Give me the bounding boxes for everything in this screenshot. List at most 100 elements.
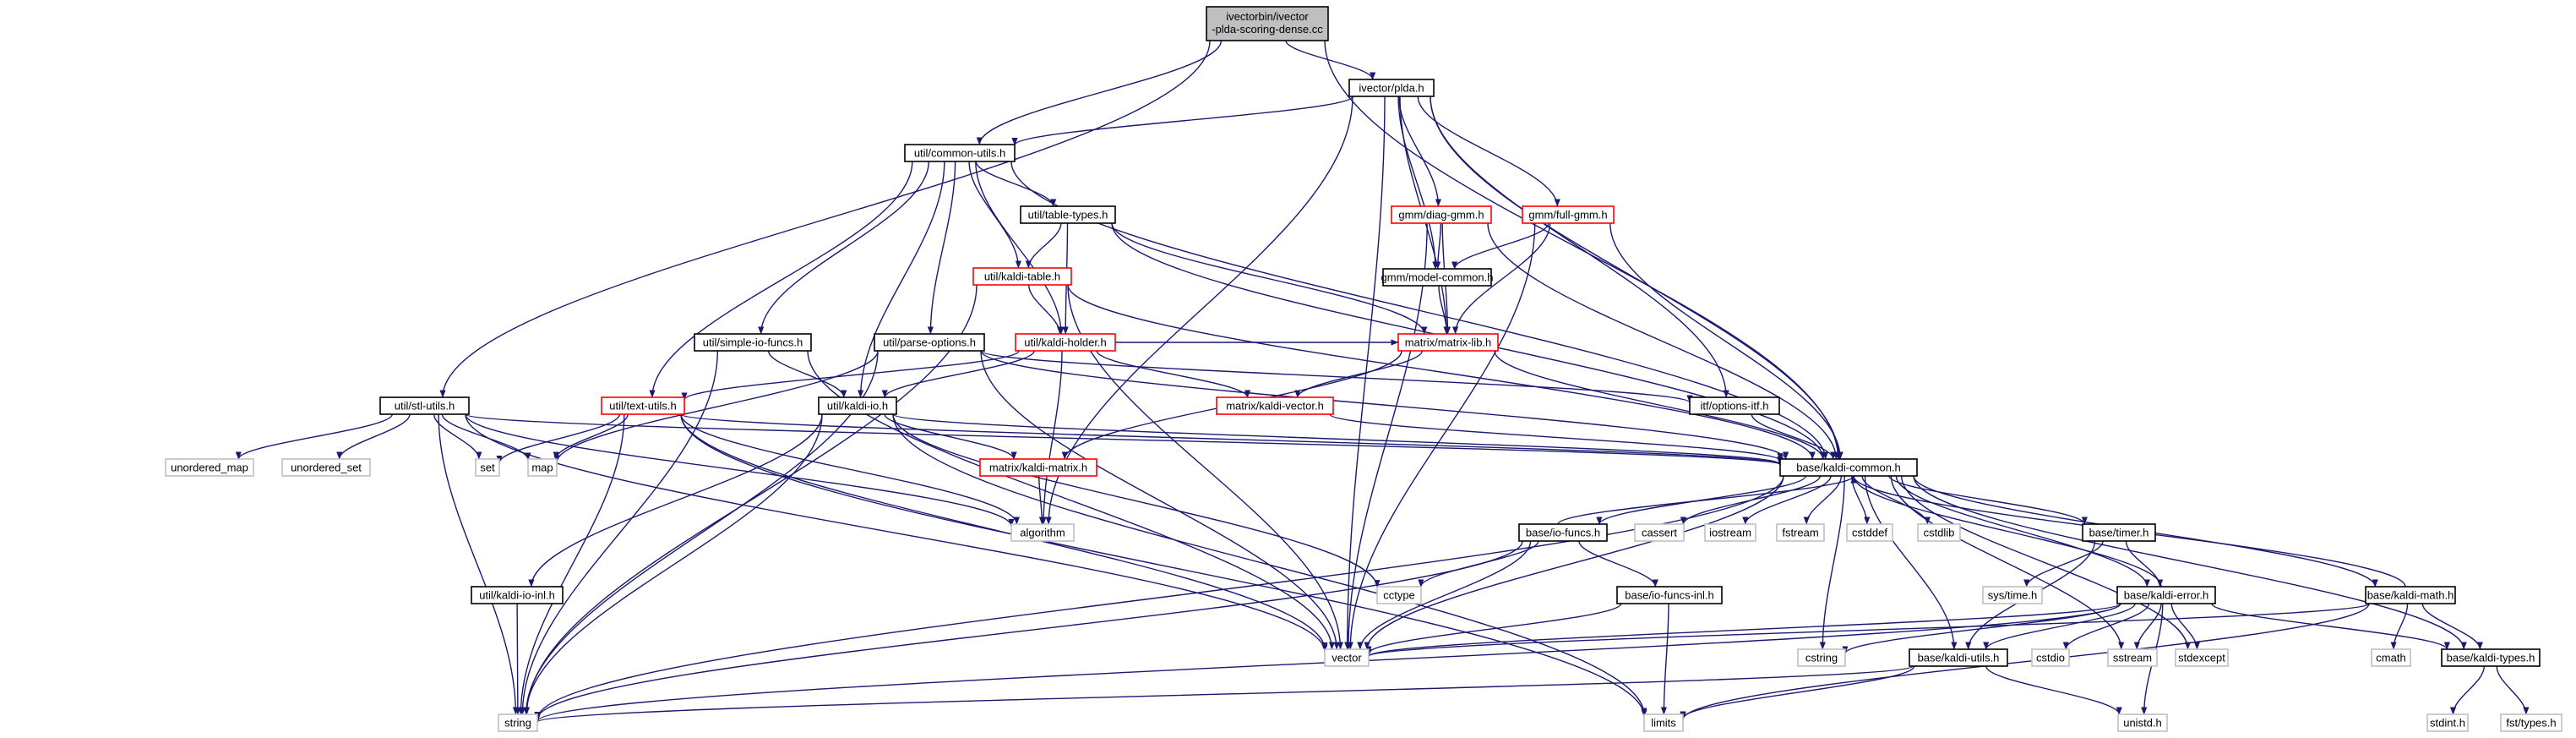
edge-kaldi_math-to-cmath — [2390, 603, 2409, 650]
edge-stl_utils-to-unordered_map — [235, 413, 393, 460]
node-root[interactable]: ivectorbin/ivector-plda-scoring-dense.cc — [1206, 6, 1329, 41]
edge-timer-to-kaldi_error — [2125, 540, 2164, 588]
node-plda[interactable]: ivector/plda.h — [1348, 79, 1435, 97]
node-box — [165, 458, 254, 477]
node-label: base/io-funcs-inl.h — [1625, 589, 1714, 602]
node-timer[interactable]: base/timer.h — [2082, 523, 2156, 542]
edge-kaldi_matrix-to-algorithm — [1038, 475, 1045, 525]
node-simple-io[interactable]: util/simple-io-funcs.h — [694, 333, 812, 352]
node-options-itf[interactable]: itf/options-itf.h — [1689, 396, 1780, 415]
node-box — [1917, 523, 1961, 542]
node-box — [1518, 523, 1608, 542]
edge-text_utils-to-string — [517, 413, 625, 715]
node-box — [1797, 648, 1846, 667]
edge-common_utils-to-kaldi_io — [858, 161, 945, 398]
node-label: base/kaldi-types.h — [2447, 652, 2535, 664]
node-full-gmm[interactable]: gmm/full-gmm.h — [1522, 205, 1615, 224]
node-cctype: cctype — [1376, 586, 1422, 604]
node-kaldi-matrix[interactable]: matrix/kaldi-matrix.h — [979, 458, 1097, 477]
node-label: set — [480, 462, 495, 474]
node-label: cmath — [2376, 652, 2405, 664]
node-kaldi-holder[interactable]: util/kaldi-holder.h — [1015, 333, 1116, 352]
node-kaldi-table[interactable]: util/kaldi-table.h — [972, 267, 1072, 286]
node-box — [1704, 523, 1756, 542]
edge-io_funcs_inl-to-vector — [1365, 603, 1622, 654]
edge-timer-to-sys_time — [2023, 540, 2104, 588]
node-box — [281, 458, 371, 477]
edge-stl_utils-to-kaldi_common — [465, 413, 1783, 466]
node-box — [1634, 523, 1685, 542]
node-kaldi-math[interactable]: base/kaldi-math.h — [2365, 586, 2456, 604]
node-text-utils[interactable]: util/text-utils.h — [601, 396, 685, 415]
node-kaldi-vector[interactable]: matrix/kaldi-vector.h — [1216, 396, 1334, 415]
edge-full_gmm-to-kaldi_common — [1609, 222, 1844, 460]
edge-io_funcs_inl-to-limits — [1660, 603, 1669, 715]
node-set: set — [475, 458, 500, 477]
node-common-utils[interactable]: util/common-utils.h — [904, 144, 1016, 162]
node-kaldi-io[interactable]: util/kaldi-io.h — [818, 396, 897, 415]
node-kaldi-io-inl[interactable]: util/kaldi-io-inl.h — [471, 586, 564, 604]
node-label: unordered_set — [291, 462, 362, 474]
node-box — [979, 458, 1097, 477]
edge-kaldi_common-to-string — [534, 475, 1784, 719]
node-string: string — [498, 713, 538, 732]
edge-kaldi_types-to-stdint — [2449, 665, 2485, 715]
node-label: util/kaldi-io-inl.h — [479, 589, 555, 602]
node-label: util/common-utils.h — [914, 147, 1005, 160]
node-model-common[interactable]: gmm/model-common.h — [1381, 268, 1494, 287]
edge-common_utils-to-kaldi_table — [968, 161, 1021, 269]
edge-simple_io-to-string — [519, 350, 718, 715]
node-box — [904, 144, 1016, 162]
node-vector: vector — [1324, 648, 1370, 667]
node-box — [694, 333, 812, 352]
edge-table_types-to-kaldi_table — [1025, 222, 1062, 269]
node-box — [1982, 586, 2043, 604]
node-io-funcs-inl[interactable]: base/io-funcs-inl.h — [1616, 586, 1723, 604]
node-box — [527, 458, 558, 477]
node-iostream: iostream — [1704, 523, 1756, 542]
edge-options_itf-to-kaldi_common — [1751, 413, 1837, 460]
node-label: util/simple-io-funcs.h — [703, 336, 803, 349]
node-box — [2107, 648, 2158, 667]
node-label: vector — [1332, 652, 1362, 664]
node-label: algorithm — [1020, 527, 1065, 539]
node-kaldi-utils[interactable]: base/kaldi-utils.h — [1909, 648, 2008, 667]
node-kaldi-types[interactable]: base/kaldi-types.h — [2441, 648, 2541, 667]
node-box — [972, 267, 1072, 286]
edge-full_gmm-to-matrix_lib — [1452, 222, 1551, 335]
node-label: itf/options-itf.h — [1701, 400, 1769, 413]
edge-kaldi_error-to-stdexcept — [2170, 603, 2200, 650]
edge-kaldi_holder-to-text_utils — [681, 350, 1020, 401]
node-stl-utils[interactable]: util/stl-utils.h — [379, 396, 470, 415]
edge-io_funcs-to-io_funcs_inl — [1578, 540, 1658, 588]
edge-kaldi_io-to-kaldi_matrix — [884, 413, 1017, 460]
edge-plda-to-common_utils — [1011, 96, 1353, 146]
node-label: limits — [1651, 717, 1676, 730]
node-box — [1391, 205, 1492, 224]
node-label: cstdio — [2036, 652, 2065, 664]
node-label: matrix/kaldi-matrix.h — [989, 462, 1087, 474]
edge-io_funcs-to-string — [534, 540, 1523, 720]
node-kaldi-error[interactable]: base/kaldi-error.h — [2116, 586, 2216, 604]
node-parse-options[interactable]: util/parse-options.h — [874, 333, 985, 352]
node-label: unistd.h — [2123, 717, 2162, 730]
node-box — [1776, 523, 1825, 542]
edge-root-to-plda — [1285, 40, 1376, 80]
edge-kaldi_common-to-stdexcept — [1901, 475, 2192, 650]
node-label: gmm/full-gmm.h — [1528, 209, 1607, 221]
node-label: string — [504, 717, 531, 730]
node-cstdlib: cstdlib — [1917, 523, 1961, 542]
node-label: util/stl-utils.h — [395, 400, 455, 413]
node-box — [498, 713, 538, 732]
node-diag-gmm[interactable]: gmm/diag-gmm.h — [1391, 205, 1492, 224]
node-box — [2500, 713, 2562, 732]
edge-kaldi_io-to-cctype — [892, 413, 1381, 588]
node-table-types[interactable]: util/table-types.h — [1020, 205, 1116, 224]
edge-plda-to-model_common — [1397, 96, 1439, 270]
edge-parse_options-to-vector — [980, 350, 1340, 650]
node-io-funcs[interactable]: base/io-funcs.h — [1518, 523, 1608, 542]
node-label: cctype — [1383, 589, 1415, 602]
node-kaldi-common[interactable]: base/kaldi-common.h — [1779, 458, 1918, 477]
node-matrix-lib[interactable]: matrix/matrix-lib.h — [1397, 333, 1499, 352]
